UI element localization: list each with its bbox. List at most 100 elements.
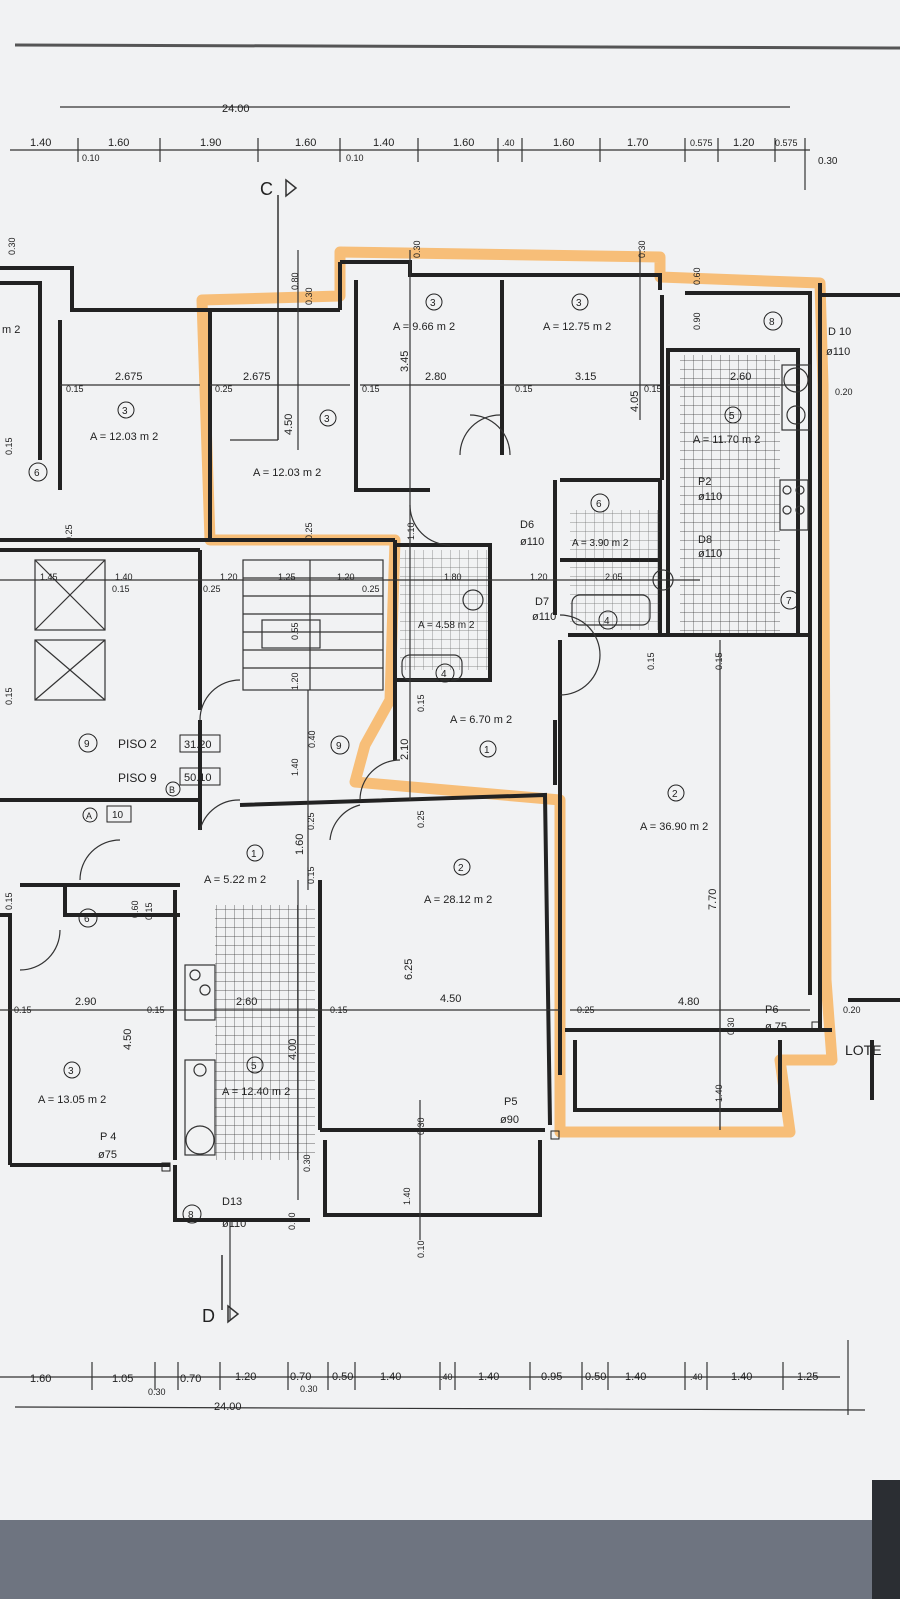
- svg-text:50.10: 50.10: [184, 772, 212, 784]
- svg-text:0.15: 0.15: [362, 384, 380, 394]
- svg-text:4: 4: [441, 669, 447, 680]
- svg-text:0.30: 0.30: [726, 1017, 736, 1035]
- dim-label: 1.40: [731, 1371, 752, 1383]
- svg-text:0.15: 0.15: [515, 384, 533, 394]
- bath-tiles: [400, 550, 488, 670]
- dim-label: 1.20: [733, 137, 754, 149]
- svg-text:9: 9: [336, 741, 342, 752]
- room-width: 4.50: [440, 993, 461, 1005]
- room-number: 1: [484, 745, 490, 756]
- room-height: 2.10: [399, 739, 411, 760]
- svg-text:0.25: 0.25: [416, 810, 426, 828]
- dim-label: 1.25: [797, 1371, 818, 1383]
- top-dimension-chain: [10, 106, 810, 190]
- room-height: 4.05: [629, 391, 641, 412]
- room-width: 3.15: [575, 371, 596, 383]
- svg-text:D8: D8: [698, 534, 712, 546]
- dim-label: 0.10: [82, 153, 100, 163]
- svg-text:0.20: 0.20: [843, 1005, 861, 1015]
- svg-text:ø110: ø110: [222, 1218, 246, 1230]
- room-area: A = 28.12 m 2: [424, 894, 492, 906]
- room-number: 2: [672, 789, 678, 800]
- dim-label: 1.60: [108, 137, 129, 149]
- svg-text:0.15: 0.15: [66, 384, 84, 394]
- small-dims: 0.15 0.25 0.15 0.15 0.15 0.20 0.30 0.30 …: [4, 237, 861, 1258]
- dim-label: 1.70: [627, 137, 648, 149]
- svg-text:P 4: P 4: [100, 1131, 116, 1143]
- room-area: m 2: [2, 324, 20, 336]
- svg-text:0.15: 0.15: [646, 652, 656, 670]
- svg-text:0.20: 0.20: [835, 387, 853, 397]
- room-area: A = 6.70 m 2: [450, 714, 512, 726]
- room-height: 3.45: [399, 351, 411, 372]
- dim-label: 1.60: [553, 137, 574, 149]
- room-number: 5: [729, 411, 735, 422]
- dim-label: 0.70: [290, 1371, 311, 1383]
- svg-text:ø110: ø110: [532, 611, 556, 623]
- svg-text:9: 9: [84, 739, 90, 750]
- room-width: 2.675: [115, 371, 143, 383]
- room-number: 3: [430, 298, 436, 309]
- svg-text:D 10: D 10: [828, 326, 851, 338]
- svg-text:0.30: 0.30: [302, 1154, 312, 1172]
- room-width: 2.90: [75, 996, 96, 1008]
- room-height: 7.70: [707, 889, 719, 910]
- svg-text:D: D: [202, 1306, 215, 1326]
- room-number: 3: [576, 298, 582, 309]
- svg-text:0.25: 0.25: [577, 1005, 595, 1015]
- svg-text:ø90: ø90: [500, 1114, 519, 1126]
- room-labels: 3 A = 12.03 m 2 2.675 3 A = 12.03 m 2 2.…: [2, 293, 760, 1106]
- dim-label: 1.60: [30, 1373, 51, 1385]
- dim-label: .40: [502, 138, 515, 148]
- room-height: 1.60: [294, 834, 306, 855]
- svg-text:PISO 2: PISO 2: [118, 737, 157, 751]
- overall-dim-top: 24.00: [222, 103, 250, 115]
- svg-text:ø110: ø110: [826, 346, 850, 358]
- svg-text:ø110: ø110: [520, 536, 544, 548]
- room-number: 3: [324, 414, 330, 425]
- room-width: 2.80: [425, 371, 446, 383]
- svg-text:0.40: 0.40: [307, 730, 317, 748]
- svg-text:D13: D13: [222, 1196, 242, 1208]
- room-height: 4.50: [283, 414, 295, 435]
- lote-label: LOTE: [845, 1042, 882, 1058]
- room-area: A = 12.40 m 2: [222, 1086, 290, 1098]
- svg-text:0.30: 0.30: [637, 240, 647, 258]
- svg-text:0.30: 0.30: [416, 1117, 426, 1135]
- svg-text:1.20: 1.20: [220, 572, 238, 582]
- room-area: A = 11.70 m 2: [693, 434, 760, 446]
- dim-label: 1.60: [453, 137, 474, 149]
- svg-text:1.20: 1.20: [337, 572, 355, 582]
- svg-text:P2: P2: [698, 476, 711, 488]
- svg-text:8: 8: [188, 1210, 194, 1221]
- svg-text:P6: P6: [765, 1004, 778, 1016]
- svg-text:0.10: 0.10: [416, 1240, 426, 1258]
- room-width: 2.60: [236, 996, 257, 1008]
- dim-label: 1.40: [625, 1371, 646, 1383]
- svg-text:P5: P5: [504, 1096, 517, 1108]
- room-area: A = 5.22 m 2: [204, 874, 266, 886]
- svg-text:B: B: [169, 785, 175, 795]
- room-area: A = 4.58 m 2: [418, 620, 475, 631]
- room-number: 1: [251, 849, 257, 860]
- svg-text:0.30: 0.30: [304, 287, 314, 305]
- svg-text:0.15: 0.15: [4, 687, 14, 705]
- svg-text:0.80: 0.80: [290, 272, 300, 290]
- table-corner: [872, 1480, 900, 1599]
- room-area: A = 12.75 m 2: [543, 321, 611, 333]
- dim-label: .40: [440, 1372, 453, 1382]
- svg-text:1.20: 1.20: [290, 672, 300, 690]
- svg-text:7: 7: [786, 596, 792, 607]
- svg-text:1.40: 1.40: [115, 572, 133, 582]
- bottom-dimension-chain: [0, 1340, 866, 1415]
- kitchen-tiles: [680, 355, 780, 633]
- svg-text:8: 8: [769, 317, 775, 328]
- room-height: 4.50: [122, 1029, 134, 1050]
- room-number: 3: [68, 1066, 74, 1077]
- dim-label: 0.575: [690, 138, 713, 148]
- room-area: A = 9.66 m 2: [393, 321, 455, 333]
- room-width: 2.675: [243, 371, 271, 383]
- dim-label: 0.30: [818, 156, 838, 167]
- svg-text:0.25: 0.25: [215, 384, 233, 394]
- svg-text:0.25: 0.25: [304, 522, 314, 540]
